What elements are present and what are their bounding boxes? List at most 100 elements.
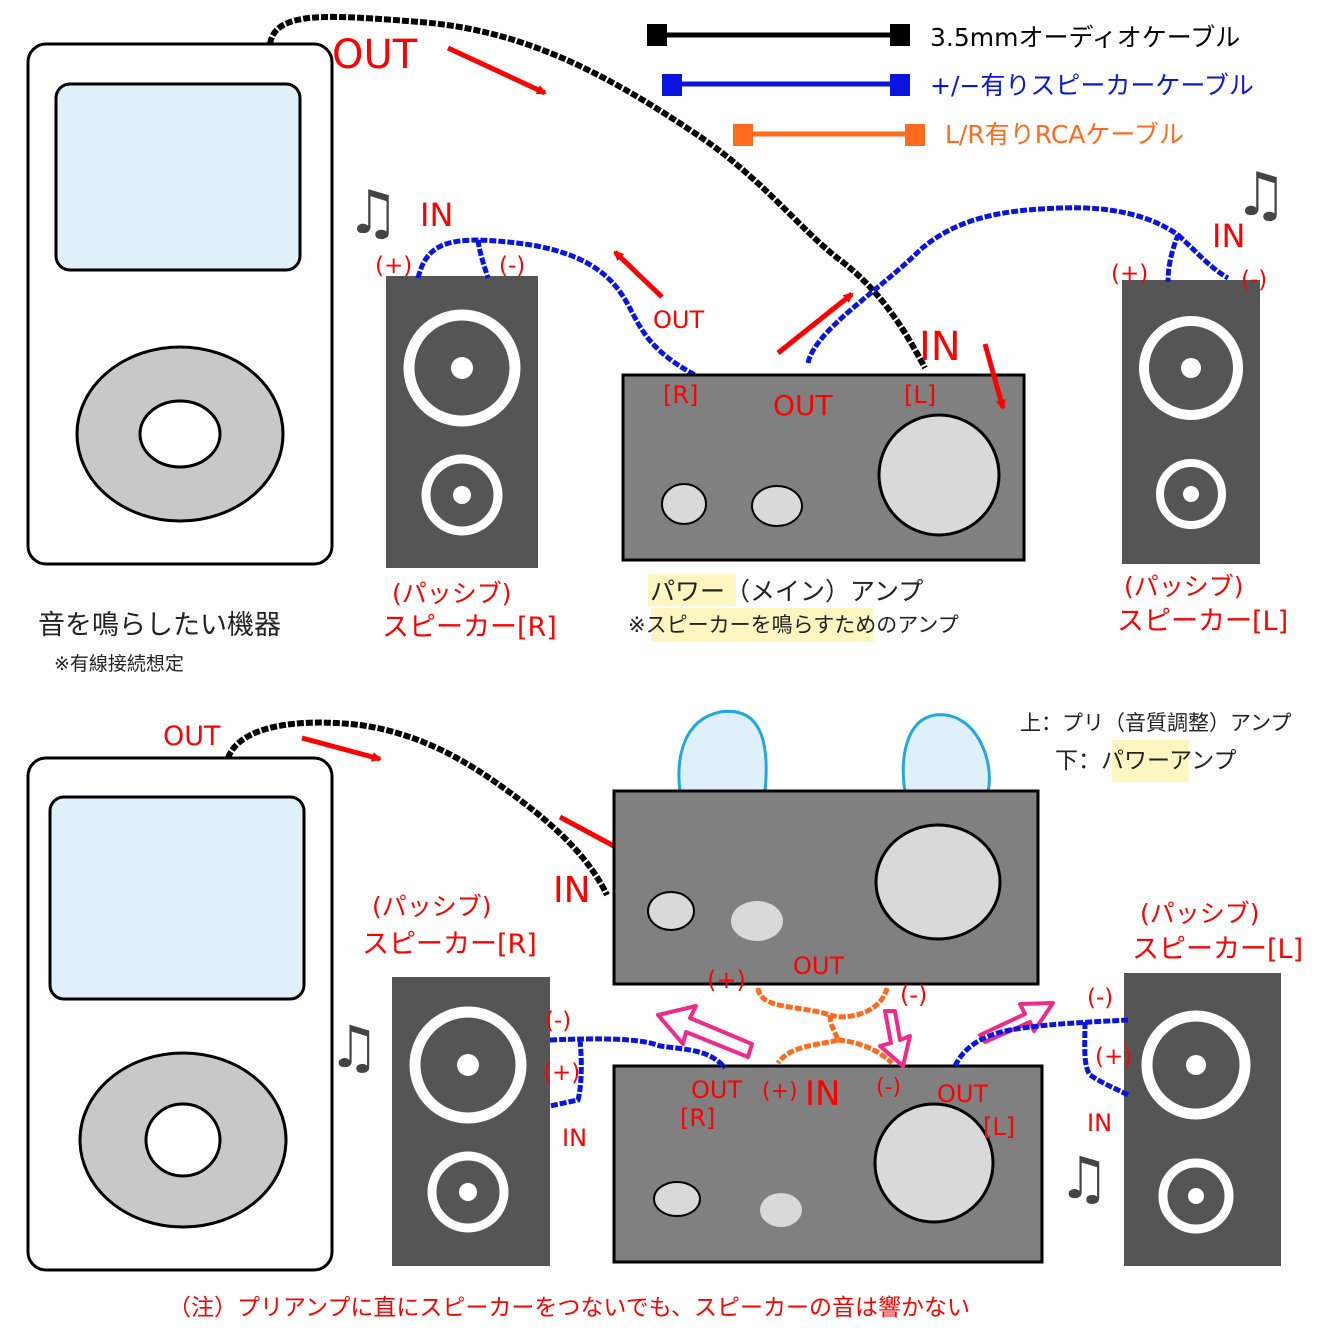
music-note-icon: ♫ (1234, 160, 1288, 230)
bottom-legend-lower: 下：パワーアンプ (1055, 748, 1236, 774)
legend-speaker-cable-label: +/−有りスピーカーケーブル (930, 71, 1254, 100)
speaker-l-bottom-caption-2: スピーカー[L] (1132, 934, 1303, 965)
power-out-l-label: OUT (937, 1080, 988, 1108)
amp-knob (731, 901, 783, 941)
center-button (144, 1102, 222, 1178)
amp-in-label: IN (919, 324, 961, 370)
player-note: ※有線接続想定 (54, 653, 184, 675)
rca-cable (755, 987, 894, 1065)
amp-port-r: [R] (663, 381, 698, 409)
speaker-r-bottom-minus: (-) (545, 1008, 571, 1034)
legend-audio-cable: 3.5mmオーディオケーブル (647, 23, 1240, 52)
volume-knob (873, 1102, 995, 1224)
player-screen (48, 795, 306, 1001)
pink-arrow-left (656, 1004, 754, 1059)
legend-rca-cable-label: L/R有りRCAケーブル (945, 120, 1184, 149)
amp-port-l: [L] (904, 381, 936, 409)
amp-knob (653, 1181, 701, 1217)
player-out-arrow (446, 45, 547, 96)
speaker-r-plus-label: (+) (375, 253, 412, 279)
out-r-arrow (613, 250, 664, 299)
center-button (138, 399, 222, 469)
player-out-label-bottom: OUT (163, 721, 221, 752)
amp-note: ※スピーカーを鳴らすためのアンプ (628, 613, 959, 637)
audio-cable-bottom (225, 719, 610, 897)
speaker-l-bottom-in: IN (1087, 1109, 1112, 1137)
footnote: （注）プリアンプに直にスピーカーをつないでも、スピーカーの音は響かない (168, 1295, 970, 1321)
speaker-r-top (386, 276, 538, 568)
speaker-r-in-label: IN (420, 196, 453, 234)
speaker-l-bottom-plus: (+) (1095, 1044, 1132, 1070)
speaker-r-caption-2: スピーカー[R] (382, 612, 557, 643)
speaker-cable-l-bottom (952, 1017, 1130, 1098)
music-player-top (26, 42, 334, 566)
vacuum-tube (901, 713, 991, 794)
out-r-arrow-label: OUT (653, 306, 704, 334)
power-out-r-label: OUT (691, 1076, 742, 1104)
preamp-minus-label: (-) (900, 981, 927, 1009)
music-note-icon: ♫ (1058, 1144, 1110, 1212)
speaker-l-minus-label: (-) (1241, 267, 1267, 293)
power-in-plus-label: (+) (762, 1079, 798, 1104)
speaker-cable-l-top (805, 205, 1230, 364)
power-port-r-label: [R] (680, 1104, 715, 1132)
player-screen (54, 82, 302, 272)
preamp-out-label: OUT (793, 952, 844, 980)
speaker-l-caption-2: スピーカー[L] (1117, 606, 1288, 637)
amp-knob (661, 483, 707, 525)
volume-knob (877, 413, 1001, 537)
music-note-icon: ♫ (328, 1013, 380, 1081)
highlight-power (648, 574, 736, 606)
speaker-l-bottom (1124, 973, 1281, 1266)
audio-cable-top (267, 13, 928, 370)
speaker-r-bottom (392, 977, 550, 1266)
bottom-legend-upper: 上：プリ（音質調整）アンプ (1020, 711, 1292, 735)
player-out-arrow-bottom (301, 735, 382, 762)
speaker-cable-r-bottom (549, 1036, 727, 1109)
speaker-r-bottom-plus: (+) (543, 1060, 580, 1086)
speaker-l-bottom-caption-1: (パッシブ) (1140, 899, 1260, 928)
power-in-label: IN (805, 1074, 840, 1114)
amp-knob (760, 1193, 802, 1227)
amp-caption: パワー（メイン）アンプ (650, 577, 923, 606)
vacuum-tube (677, 709, 768, 794)
legend-speaker-cable: +/−有りスピーカーケーブル (662, 71, 1254, 100)
legend-rca-cable: L/R有りRCAケーブル (733, 120, 1184, 149)
speaker-l-bottom-minus: (-) (1087, 985, 1113, 1011)
amp-knob (751, 485, 803, 527)
power-amp-top (621, 373, 1026, 562)
speaker-l-plus-label: (+) (1111, 261, 1148, 287)
amp-knob (647, 891, 695, 931)
power-in-minus-label: (-) (876, 1075, 901, 1100)
speaker-r-bottom-caption-2: スピーカー[R] (362, 929, 537, 960)
speaker-l-top (1122, 280, 1260, 564)
preamp-in-label: IN (553, 870, 591, 911)
volume-knob (874, 823, 1002, 941)
player-out-label: OUT (332, 32, 418, 78)
pink-arrow-down (878, 1009, 912, 1068)
speaker-r-bottom-caption-1: (パッシブ) (372, 892, 492, 921)
speaker-r-caption-1: (パッシブ) (392, 579, 512, 608)
speaker-r-minus-label: (-) (499, 253, 525, 279)
speaker-l-caption-1: (パッシブ) (1124, 572, 1244, 601)
highlight-note (651, 608, 873, 642)
preamp-plus-label: (+) (707, 966, 746, 994)
speaker-cabinet (1122, 280, 1260, 564)
speaker-r-bottom-in: IN (562, 1124, 587, 1152)
speaker-l-in-label: IN (1212, 217, 1245, 255)
highlight-power-bottom (1112, 740, 1189, 782)
player-caption: 音を鳴らしたい機器 (38, 610, 281, 641)
amp-port-out: OUT (773, 389, 834, 422)
out-l-arrow (776, 292, 854, 355)
in-arrow (982, 343, 1006, 410)
music-note-icon: ♫ (346, 178, 400, 248)
legend-audio-cable-label: 3.5mmオーディオケーブル (930, 23, 1240, 52)
preamp (612, 789, 1040, 986)
music-player-bottom (26, 756, 334, 1272)
pink-arrows (656, 1001, 1055, 1068)
speaker-cable-r-top (415, 237, 697, 378)
power-amp-bottom (612, 1064, 1044, 1264)
power-port-l-label: [L] (983, 1113, 1015, 1141)
legend: 3.5mmオーディオケーブル +/−有りスピーカーケーブル L/R有りRCAケー… (647, 23, 1254, 149)
